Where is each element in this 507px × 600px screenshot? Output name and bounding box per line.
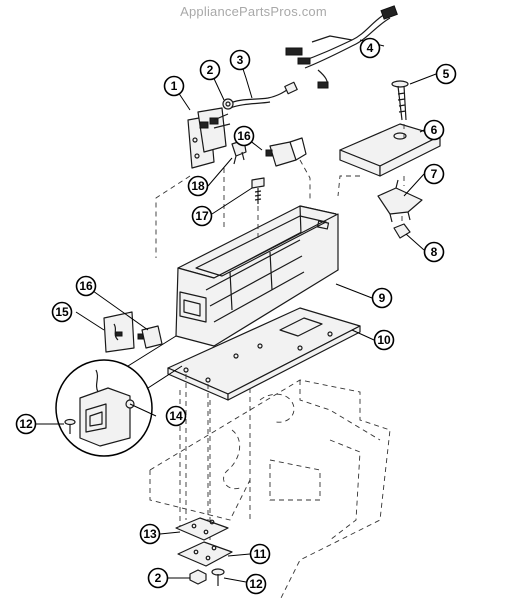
shim-plate-part[interactable] — [177, 541, 233, 567]
callout-9: 9 — [371, 287, 393, 309]
callout-10: 10 — [373, 329, 395, 351]
callout-5: 5 — [435, 63, 457, 85]
callout-15: 15 — [51, 301, 73, 323]
assembly-lines — [155, 124, 405, 530]
base-plate-part[interactable] — [167, 307, 361, 401]
svg-text:15: 15 — [55, 305, 69, 319]
bottom-screw-part[interactable] — [211, 568, 225, 586]
svg-text:3: 3 — [237, 53, 244, 67]
wire-harness-part[interactable] — [285, 5, 398, 89]
svg-text:11: 11 — [254, 547, 267, 561]
callout-3: 3 — [229, 49, 251, 71]
callout-18: 18 — [187, 175, 209, 197]
callout-17: 17 — [191, 205, 213, 227]
callout-13: 13 — [139, 523, 161, 545]
detail-magnifier — [55, 335, 183, 457]
callout-2-bottom: 2 — [147, 567, 169, 589]
clip-nut-part[interactable] — [393, 223, 411, 239]
svg-text:12: 12 — [19, 417, 33, 431]
lower-switch-part[interactable] — [137, 325, 163, 349]
side-panel-part[interactable] — [103, 311, 135, 353]
switch-bracket-part[interactable] — [187, 107, 231, 169]
svg-text:9: 9 — [379, 291, 386, 305]
svg-text:14: 14 — [169, 409, 183, 423]
callout-16-lower: 16 — [75, 275, 97, 297]
svg-text:10: 10 — [377, 333, 391, 347]
svg-text:8: 8 — [431, 245, 438, 259]
long-screw-part[interactable] — [391, 80, 409, 121]
svg-text:16: 16 — [79, 279, 93, 293]
svg-text:17: 17 — [195, 209, 209, 223]
callout-14: 14 — [165, 405, 187, 427]
screw-part[interactable] — [251, 177, 265, 204]
svg-text:12: 12 — [249, 577, 263, 591]
callout-7: 7 — [423, 163, 445, 185]
svg-text:2: 2 — [207, 63, 214, 77]
svg-text:2: 2 — [155, 571, 162, 585]
switch-part[interactable] — [265, 137, 307, 167]
mounting-plate-part[interactable] — [175, 517, 229, 541]
nut-part[interactable] — [222, 98, 234, 110]
svg-text:1: 1 — [171, 79, 178, 93]
callout-2-top: 2 — [199, 59, 221, 81]
svg-text:6: 6 — [431, 123, 438, 137]
svg-text:5: 5 — [443, 67, 450, 81]
bottom-nut-part[interactable] — [189, 569, 207, 585]
watermark-text: AppliancePartsPros.com — [180, 4, 327, 19]
callout-4: 4 — [359, 37, 381, 59]
cabinet-outline — [149, 379, 391, 600]
callout-11: 11 — [249, 543, 271, 565]
svg-text:18: 18 — [191, 179, 205, 193]
callout-16-upper: 16 — [233, 125, 255, 147]
callout-6: 6 — [423, 119, 445, 141]
callout-8: 8 — [423, 241, 445, 263]
callout-12-bottom: 12 — [245, 573, 267, 595]
wire-lead-part[interactable] — [227, 81, 298, 109]
svg-text:4: 4 — [367, 41, 374, 55]
detail-screw-part[interactable] — [64, 418, 76, 435]
svg-text:7: 7 — [431, 167, 438, 181]
module-cover-part[interactable] — [339, 123, 441, 177]
callout-12-left: 12 — [15, 413, 37, 435]
svg-text:16: 16 — [237, 129, 251, 143]
control-housing-part[interactable] — [175, 205, 339, 347]
support-bracket-part[interactable] — [377, 179, 423, 223]
svg-text:13: 13 — [143, 527, 157, 541]
callout-1: 1 — [163, 75, 185, 97]
